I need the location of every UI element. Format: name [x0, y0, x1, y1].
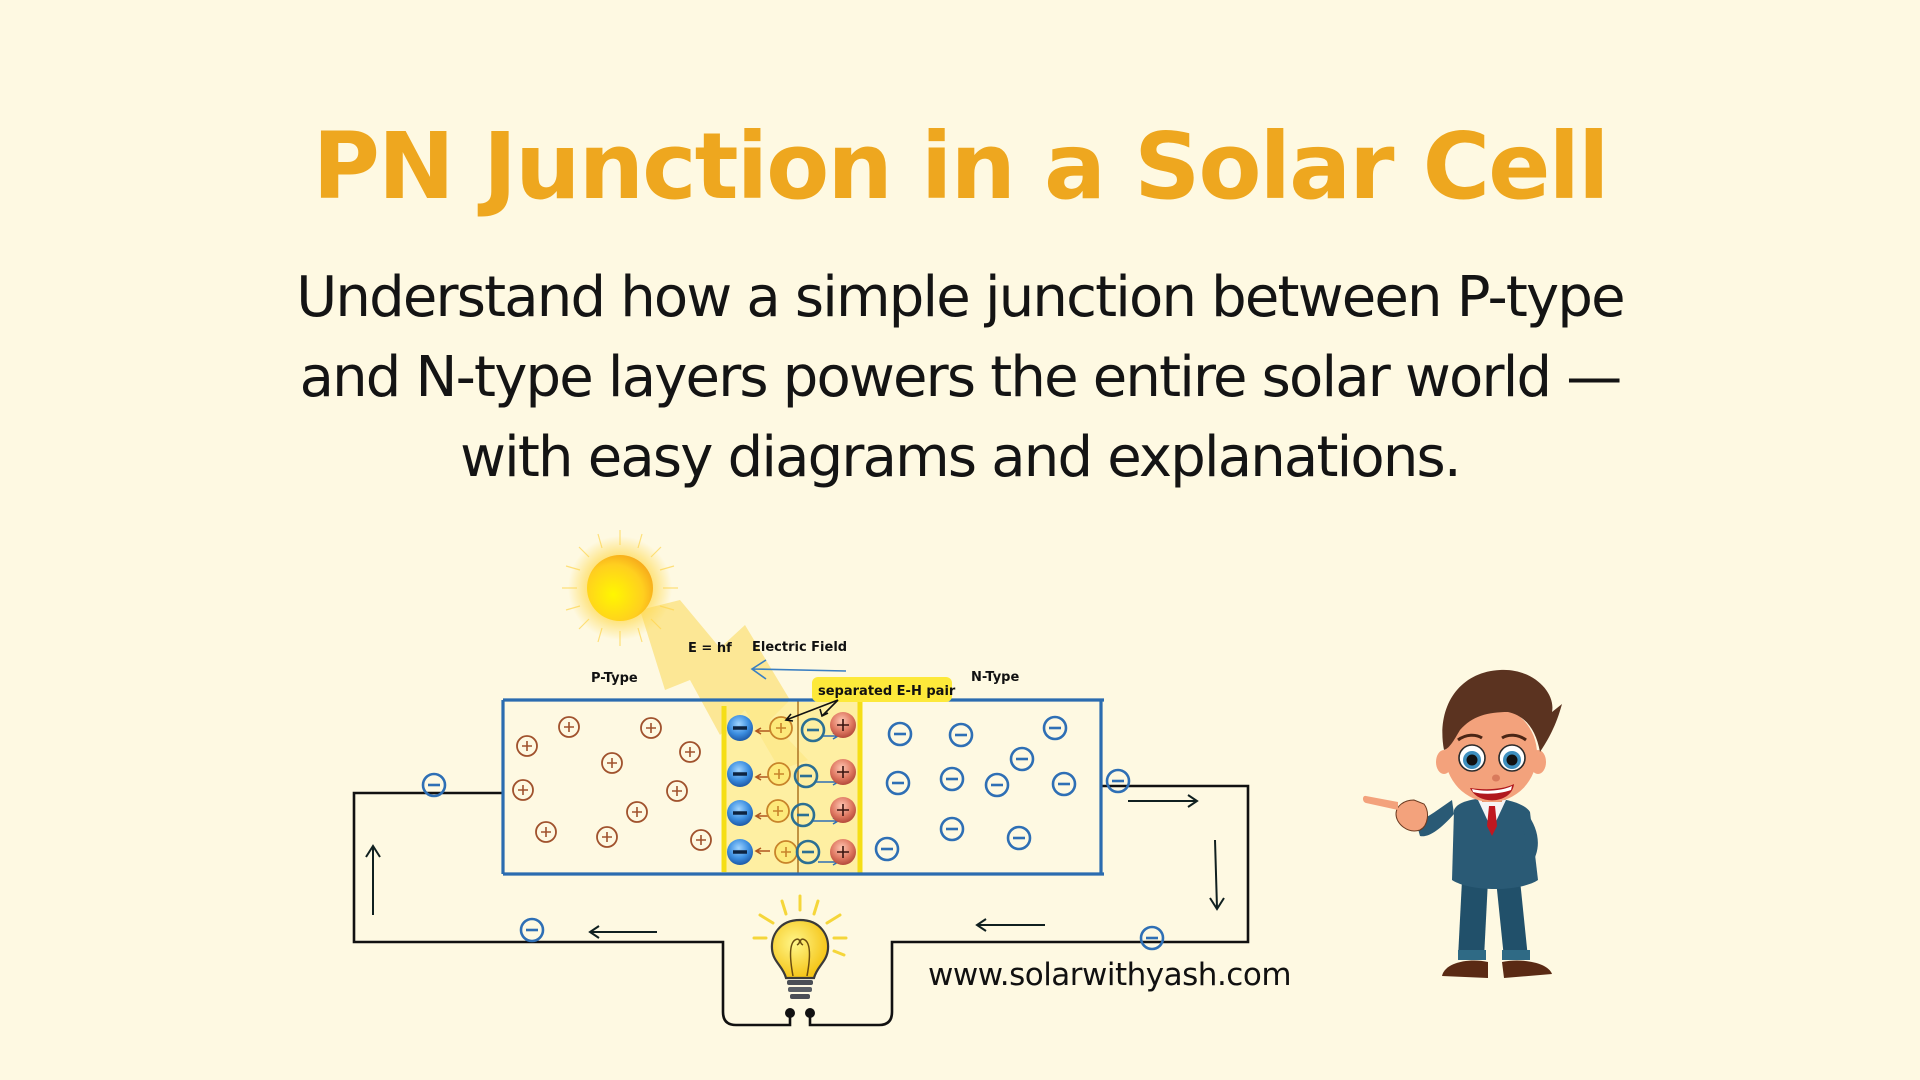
p-region-holes — [512, 716, 712, 851]
circuit-wires — [352, 784, 1250, 1027]
subtitle-line-2: and N-type layers powers the entire sola… — [299, 345, 1623, 410]
junction-electron-hole-pairs — [725, 711, 857, 867]
page-subtitle: Understand how a simple junction between… — [0, 258, 1920, 498]
p-type-label: P-Type — [591, 671, 638, 686]
n-type-label: N-Type — [971, 670, 1019, 685]
pointing-businessman-illustration — [1363, 669, 1562, 978]
separated-pair-callout: separated E-H pair — [784, 677, 956, 722]
website-url: www.solarwithyash.com — [928, 957, 1291, 993]
page-title: PN Junction in a Solar Cell — [312, 113, 1609, 220]
n-region-electrons — [874, 715, 1077, 862]
subtitle-line-1: Understand how a simple junction between… — [296, 265, 1625, 330]
light-bulb-icon — [752, 894, 848, 1018]
solar-cell-box — [501, 698, 1104, 876]
subtitle-line-3: with easy diagrams and explanations. — [460, 425, 1462, 490]
electric-field-arrow-icon — [750, 659, 847, 680]
electric-field-label: Electric Field — [752, 640, 847, 655]
current-direction-arrows — [365, 794, 1225, 939]
energy-label: E = hf — [688, 641, 732, 656]
separated-pair-label: separated E-H pair — [818, 684, 956, 699]
